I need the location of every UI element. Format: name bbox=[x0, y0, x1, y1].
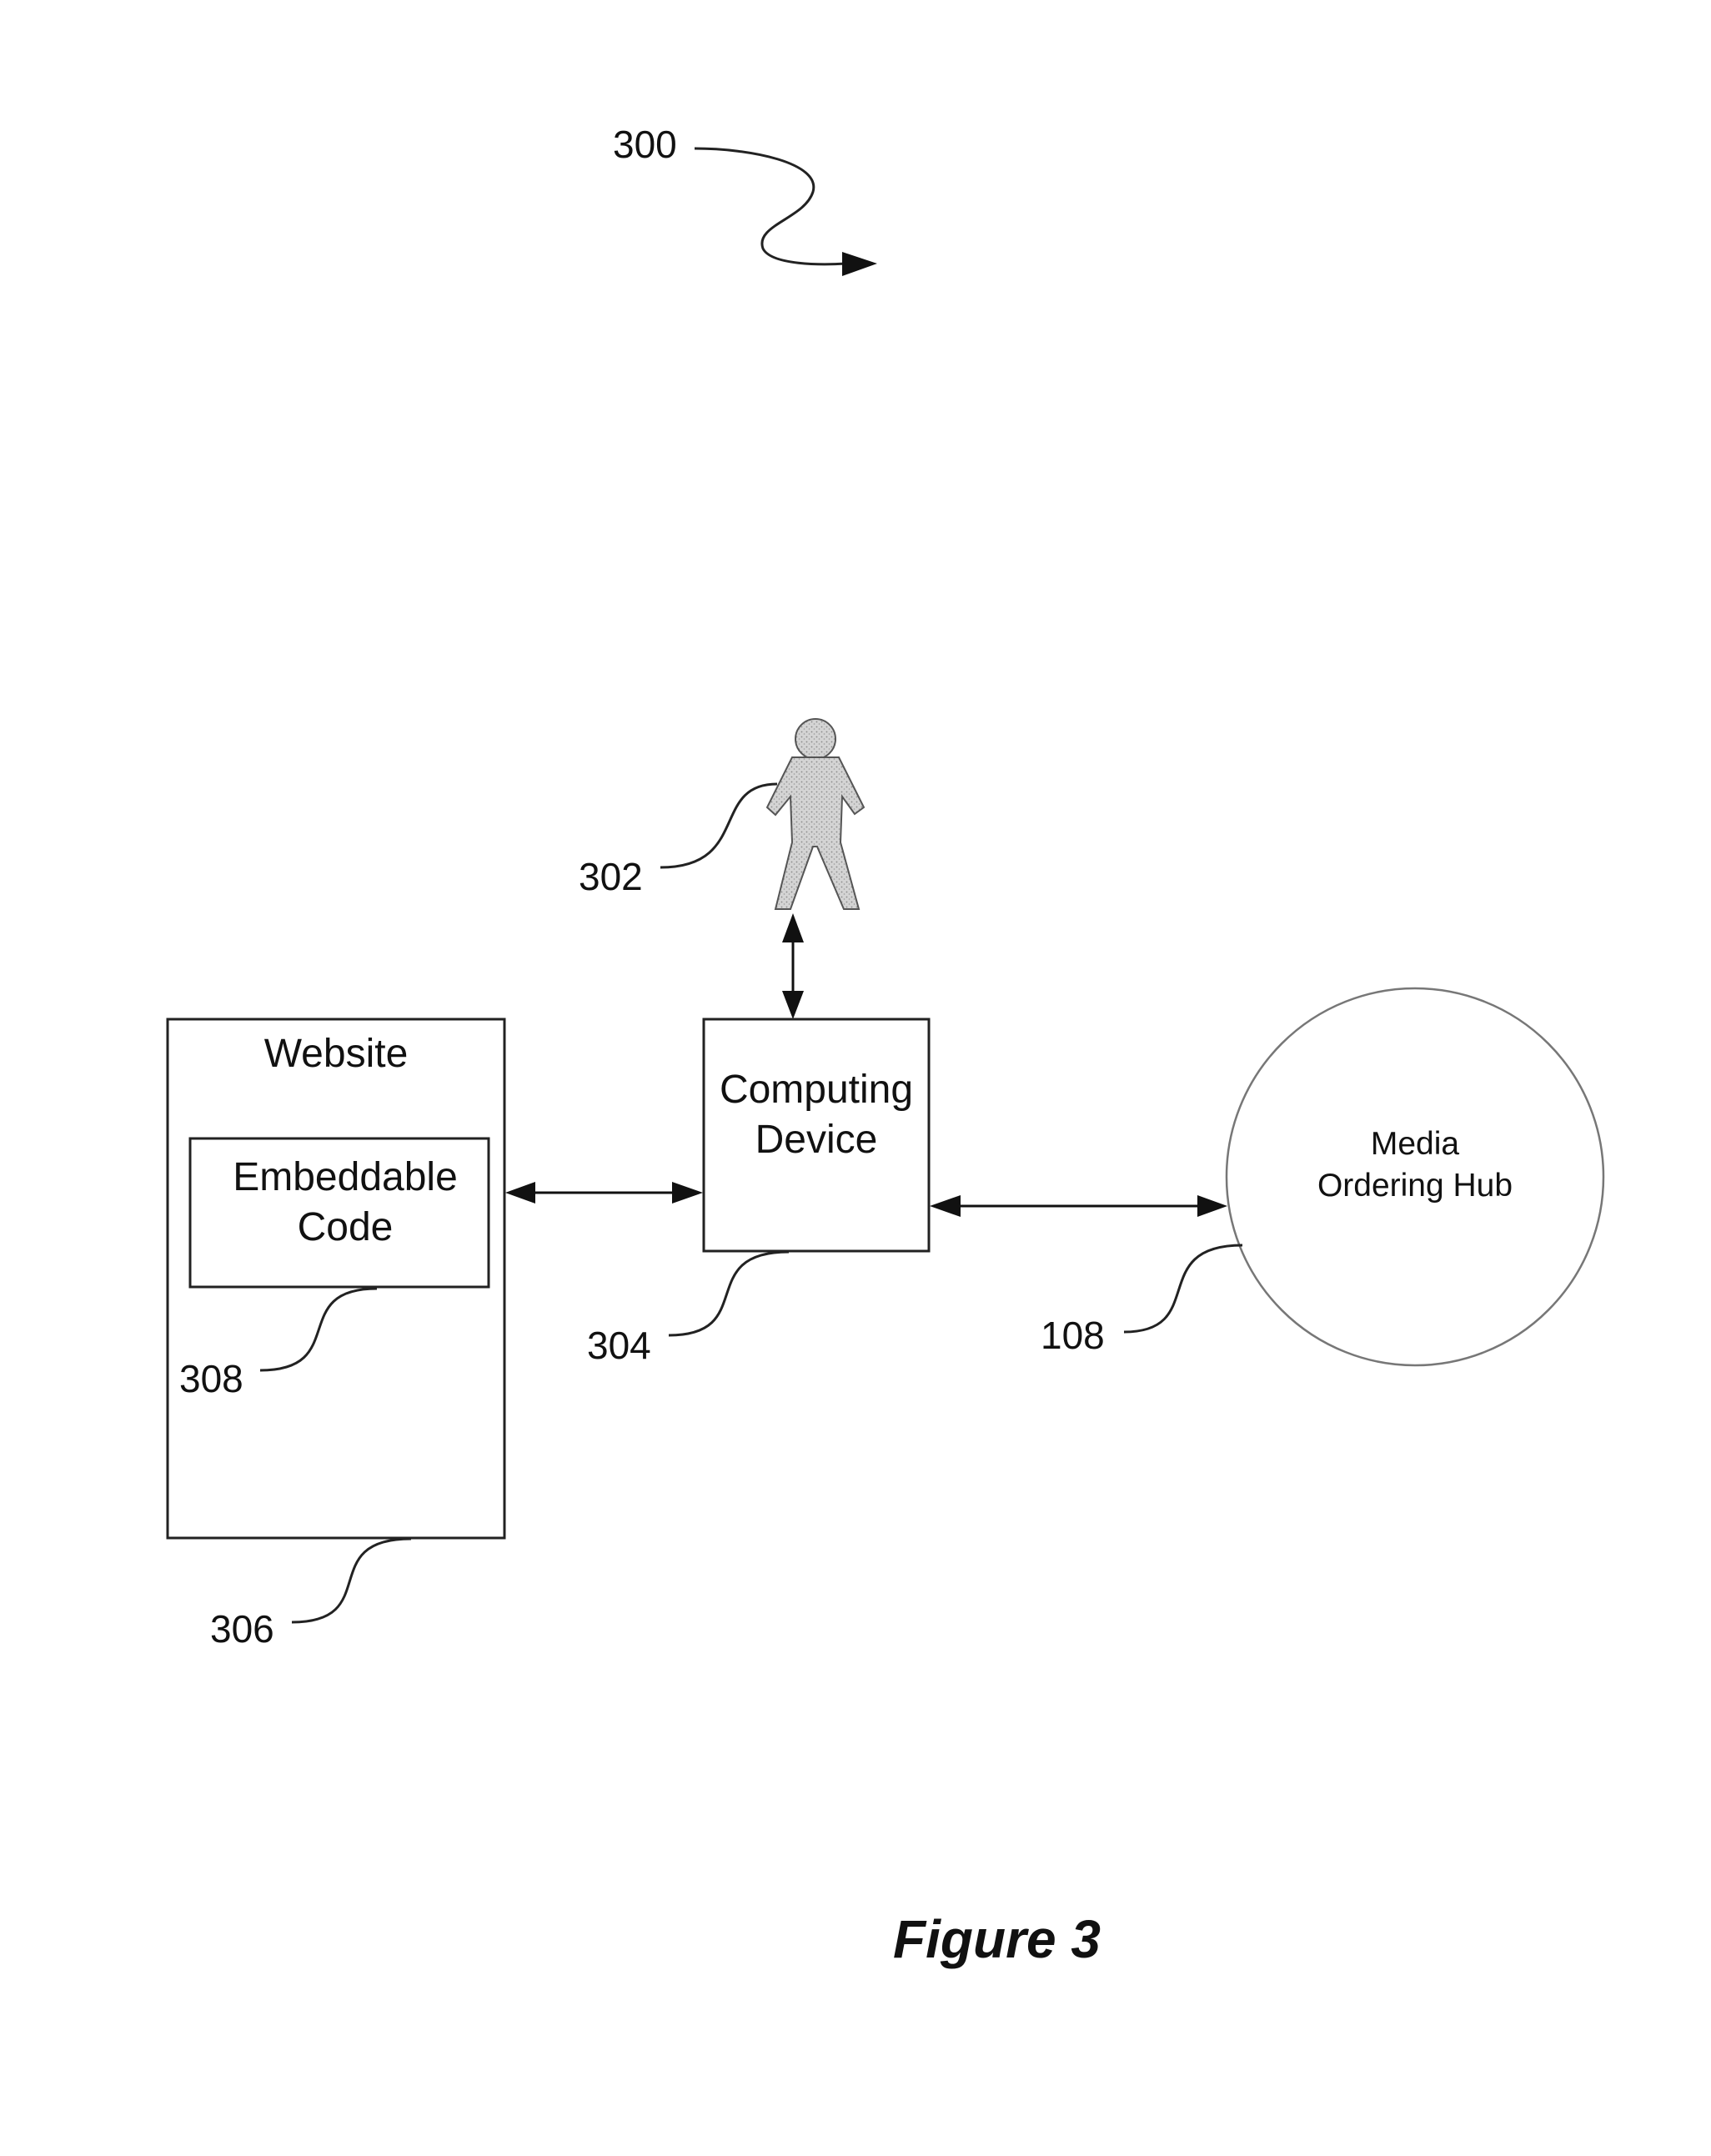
reference-306-label: 306 bbox=[210, 1610, 274, 1648]
website-title: Website bbox=[168, 1029, 504, 1079]
reference-302-leader bbox=[660, 784, 777, 867]
reference-302-label: 302 bbox=[579, 857, 643, 896]
reference-300-leader bbox=[695, 148, 846, 264]
website-device-connector bbox=[505, 1182, 703, 1204]
reference-304-label: 304 bbox=[587, 1326, 651, 1364]
media-ordering-hub-label-line1: Media bbox=[1227, 1123, 1603, 1165]
website-box bbox=[168, 1019, 504, 1538]
reference-306-leader bbox=[292, 1539, 411, 1622]
reference-108-leader bbox=[1124, 1245, 1242, 1332]
reference-108-label: 108 bbox=[1041, 1316, 1105, 1354]
device-hub-connector bbox=[930, 1195, 1227, 1217]
embeddable-code-label-line2: Code bbox=[190, 1203, 500, 1253]
reference-300-label: 300 bbox=[613, 125, 677, 163]
media-ordering-hub-label-line2: Ordering Hub bbox=[1227, 1165, 1603, 1207]
user-device-connector bbox=[782, 913, 804, 1019]
computing-device-label-line1: Computing bbox=[704, 1065, 929, 1115]
reference-304-leader bbox=[669, 1252, 789, 1335]
figure-caption: Figure 3 bbox=[893, 1912, 1101, 1966]
reference-300-arrowhead bbox=[842, 252, 877, 276]
embeddable-code-label-line1: Embeddable bbox=[190, 1153, 500, 1203]
reference-308-leader bbox=[260, 1289, 377, 1370]
user-figure bbox=[767, 719, 864, 909]
reference-308-label: 308 bbox=[179, 1359, 243, 1398]
computing-device-label-line2: Device bbox=[704, 1115, 929, 1165]
